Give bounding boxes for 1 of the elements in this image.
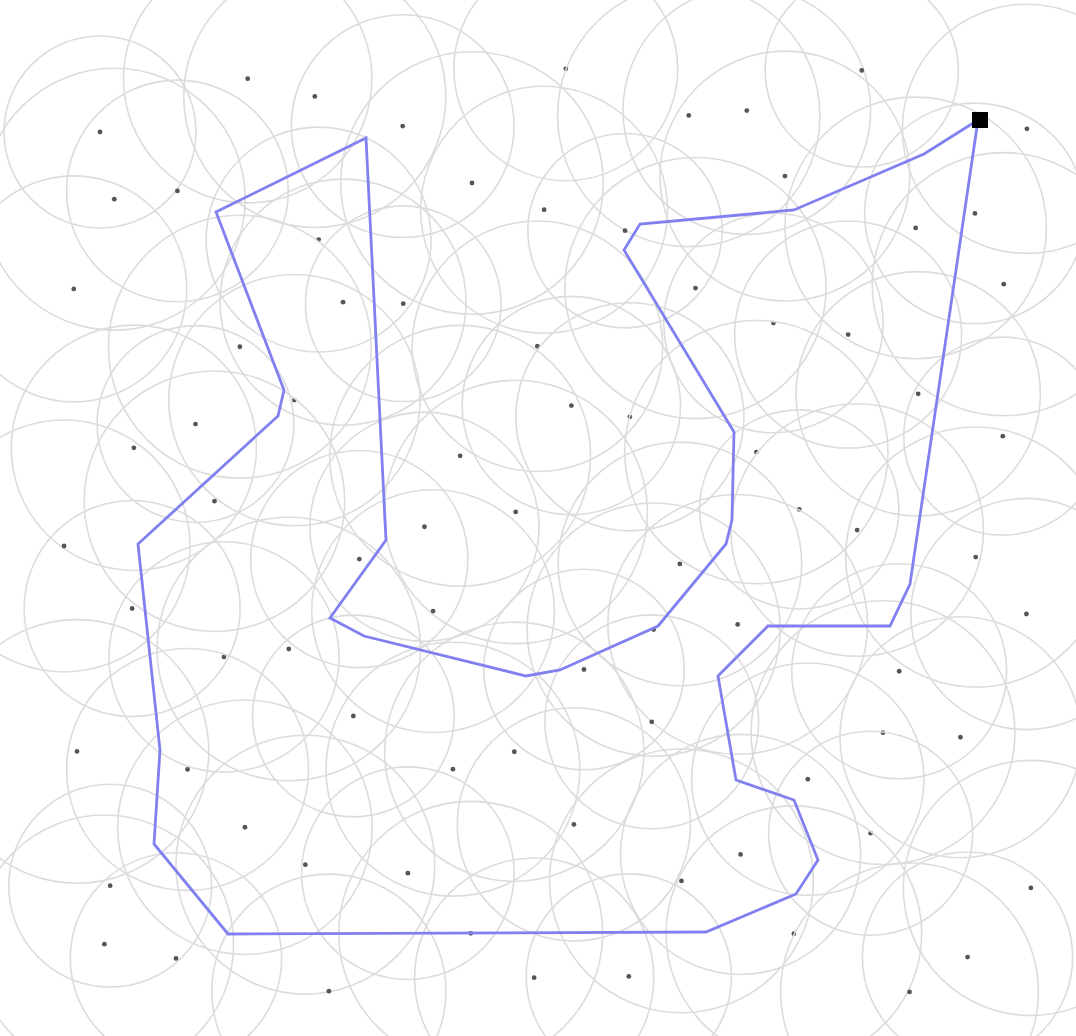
sink-node (972, 112, 988, 128)
